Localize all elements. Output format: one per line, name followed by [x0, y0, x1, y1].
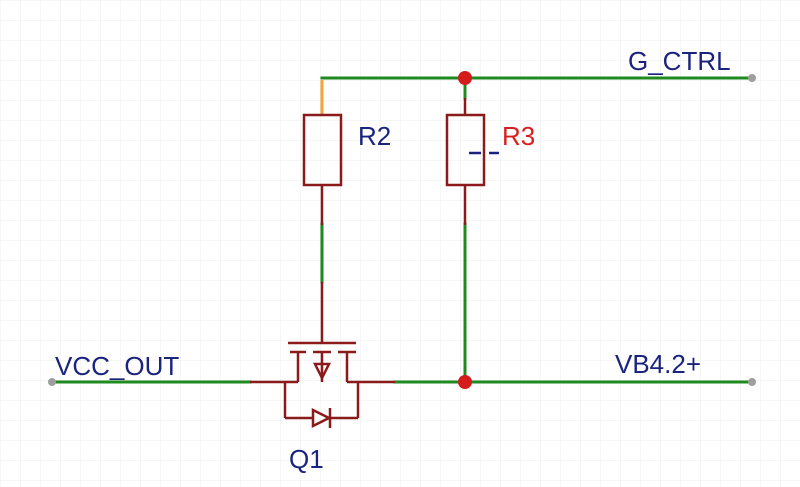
designator-r2[interactable]: R2 [358, 121, 391, 151]
designator-q1[interactable]: Q1 [289, 444, 324, 474]
junction-g-ctrl[interactable] [458, 71, 472, 85]
mosfet-q1[interactable] [250, 282, 395, 429]
resistor-r3[interactable] [445, 98, 486, 225]
resistor-r2[interactable] [302, 113, 343, 225]
net-label-vcc-out[interactable]: VCC_OUT [55, 351, 179, 381]
endpoint-vcc-out[interactable] [48, 378, 56, 386]
endpoint-g-ctrl[interactable] [748, 74, 756, 82]
net-label-vb[interactable]: VB4.2+ [615, 349, 701, 379]
endpoint-vb[interactable] [748, 378, 756, 386]
designator-r3[interactable]: R3 [502, 121, 535, 151]
net-label-g-ctrl[interactable]: G_CTRL [628, 46, 731, 76]
junction-vb[interactable] [458, 375, 472, 389]
